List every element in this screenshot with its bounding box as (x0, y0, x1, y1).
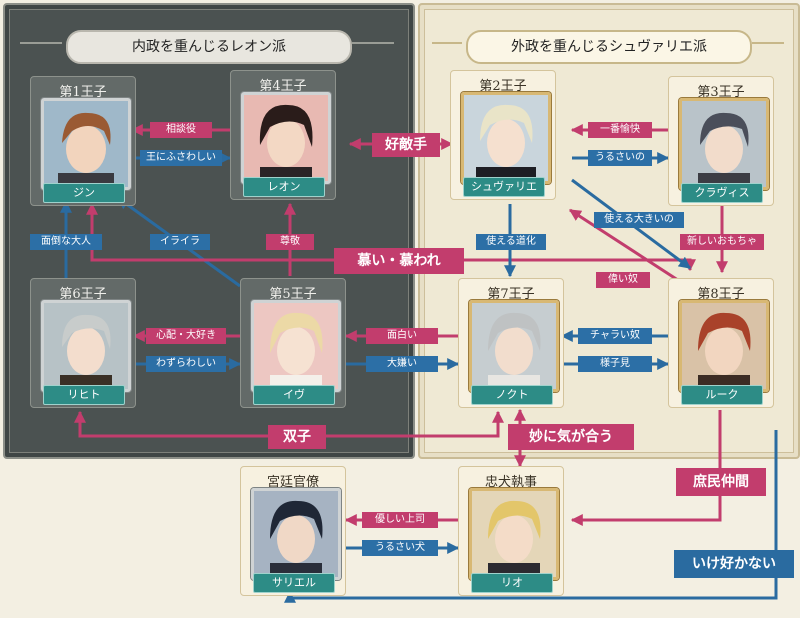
label-clavis-luke: 新しいおもちゃ (680, 234, 764, 250)
chevalier-faction-title: 外政を重んじるシュヴァリエ派 (466, 30, 752, 64)
label-rio-sariel: 優しい上司 (362, 512, 438, 528)
card-title: 第7王子 (487, 287, 535, 302)
portrait-leon (241, 92, 331, 184)
label-licht-ive: わずらわしい (146, 356, 226, 372)
name-jin: ジン (43, 183, 125, 203)
name-chevalier: シュヴァリエ (463, 177, 545, 197)
portrait-rio (469, 488, 559, 580)
card-title: 第5王子 (269, 287, 317, 302)
label-nokto-ive: 面白い (366, 328, 438, 344)
card-clavis[interactable]: 第3王子 クラヴィス (668, 76, 774, 206)
portrait-luke (679, 300, 769, 392)
ornament-line (352, 42, 394, 44)
name-nokto: ノクト (471, 385, 553, 405)
label-chevalier-nokto: 使える道化 (476, 234, 546, 250)
name-clavis: クラヴィス (681, 183, 763, 203)
label-ive-jin: イライラ (150, 234, 210, 250)
card-luke[interactable]: 第8王子 ルーク (668, 278, 774, 408)
label-luke-nokto: チャラい奴 (578, 328, 652, 344)
label-licht-jin: 面倒な大人 (30, 234, 102, 250)
portrait-chevalier (461, 92, 551, 184)
name-ive: イヴ (253, 385, 335, 405)
card-title: 第8王子 (697, 287, 745, 302)
name-rio: リオ (471, 573, 553, 593)
card-rio[interactable]: 忠犬執事 リオ (458, 466, 564, 596)
name-sariel: サリエル (253, 573, 335, 593)
portrait-licht (41, 300, 131, 392)
ornament-line (432, 42, 462, 44)
bond-get-along: 妙に気が合う (508, 424, 634, 450)
portrait-ive (251, 300, 341, 392)
label-ive-leon: 尊敬 (266, 234, 314, 250)
portrait-nokto (469, 300, 559, 392)
card-jin[interactable]: 第1王子 ジン (30, 76, 136, 206)
card-licht[interactable]: 第6王子 リヒト (30, 278, 136, 408)
card-chevalier[interactable]: 第2王子 シュヴァリエ (450, 70, 556, 200)
card-leon[interactable]: 第4王子 レオン (230, 70, 336, 200)
bond-commoners: 庶民仲間 (676, 468, 766, 496)
card-title: 第1王子 (59, 85, 107, 100)
name-leon: レオン (243, 177, 325, 197)
label-leon-jin: 相談役 (150, 122, 212, 138)
card-sariel[interactable]: 宮廷官僚 サリエル (240, 466, 346, 596)
card-title: 第3王子 (697, 85, 745, 100)
label-ive-nokto: 大嫌い (366, 356, 438, 372)
portrait-jin (41, 98, 131, 190)
label-ive-licht: 心配・大好き (146, 328, 226, 344)
card-ive[interactable]: 第5王子 イヴ (240, 278, 346, 408)
label-chevalier-luke: 使える大きいの (594, 212, 684, 228)
label-jin-leon: 王にふさわしい (140, 150, 222, 166)
card-title: 第4王子 (259, 79, 307, 94)
ornament-line (752, 42, 784, 44)
portrait-sariel (251, 488, 341, 580)
portrait-clavis (679, 98, 769, 190)
card-title: 第6王子 (59, 287, 107, 302)
bond-dislike: いけ好かない (674, 550, 794, 578)
bond-twins: 双子 (268, 425, 326, 449)
bond-adore: 慕い・慕われ (334, 248, 464, 274)
card-title: 第2王子 (479, 79, 527, 94)
label-nokto-luke: 様子見 (578, 356, 652, 372)
label-luke-chevalier: 偉い奴 (596, 272, 650, 288)
label-sariel-rio: うるさい犬 (362, 540, 438, 556)
bond-rivals: 好敵手 (372, 133, 440, 157)
ornament-line (20, 42, 62, 44)
card-nokto[interactable]: 第7王子 ノクト (458, 278, 564, 408)
label-chevalier-clavis: うるさいの (588, 150, 652, 166)
label-clavis-chevalier: 一番愉快 (588, 122, 652, 138)
name-licht: リヒト (43, 385, 125, 405)
leon-faction-title: 内政を重んじるレオン派 (66, 30, 352, 64)
name-luke: ルーク (681, 385, 763, 405)
